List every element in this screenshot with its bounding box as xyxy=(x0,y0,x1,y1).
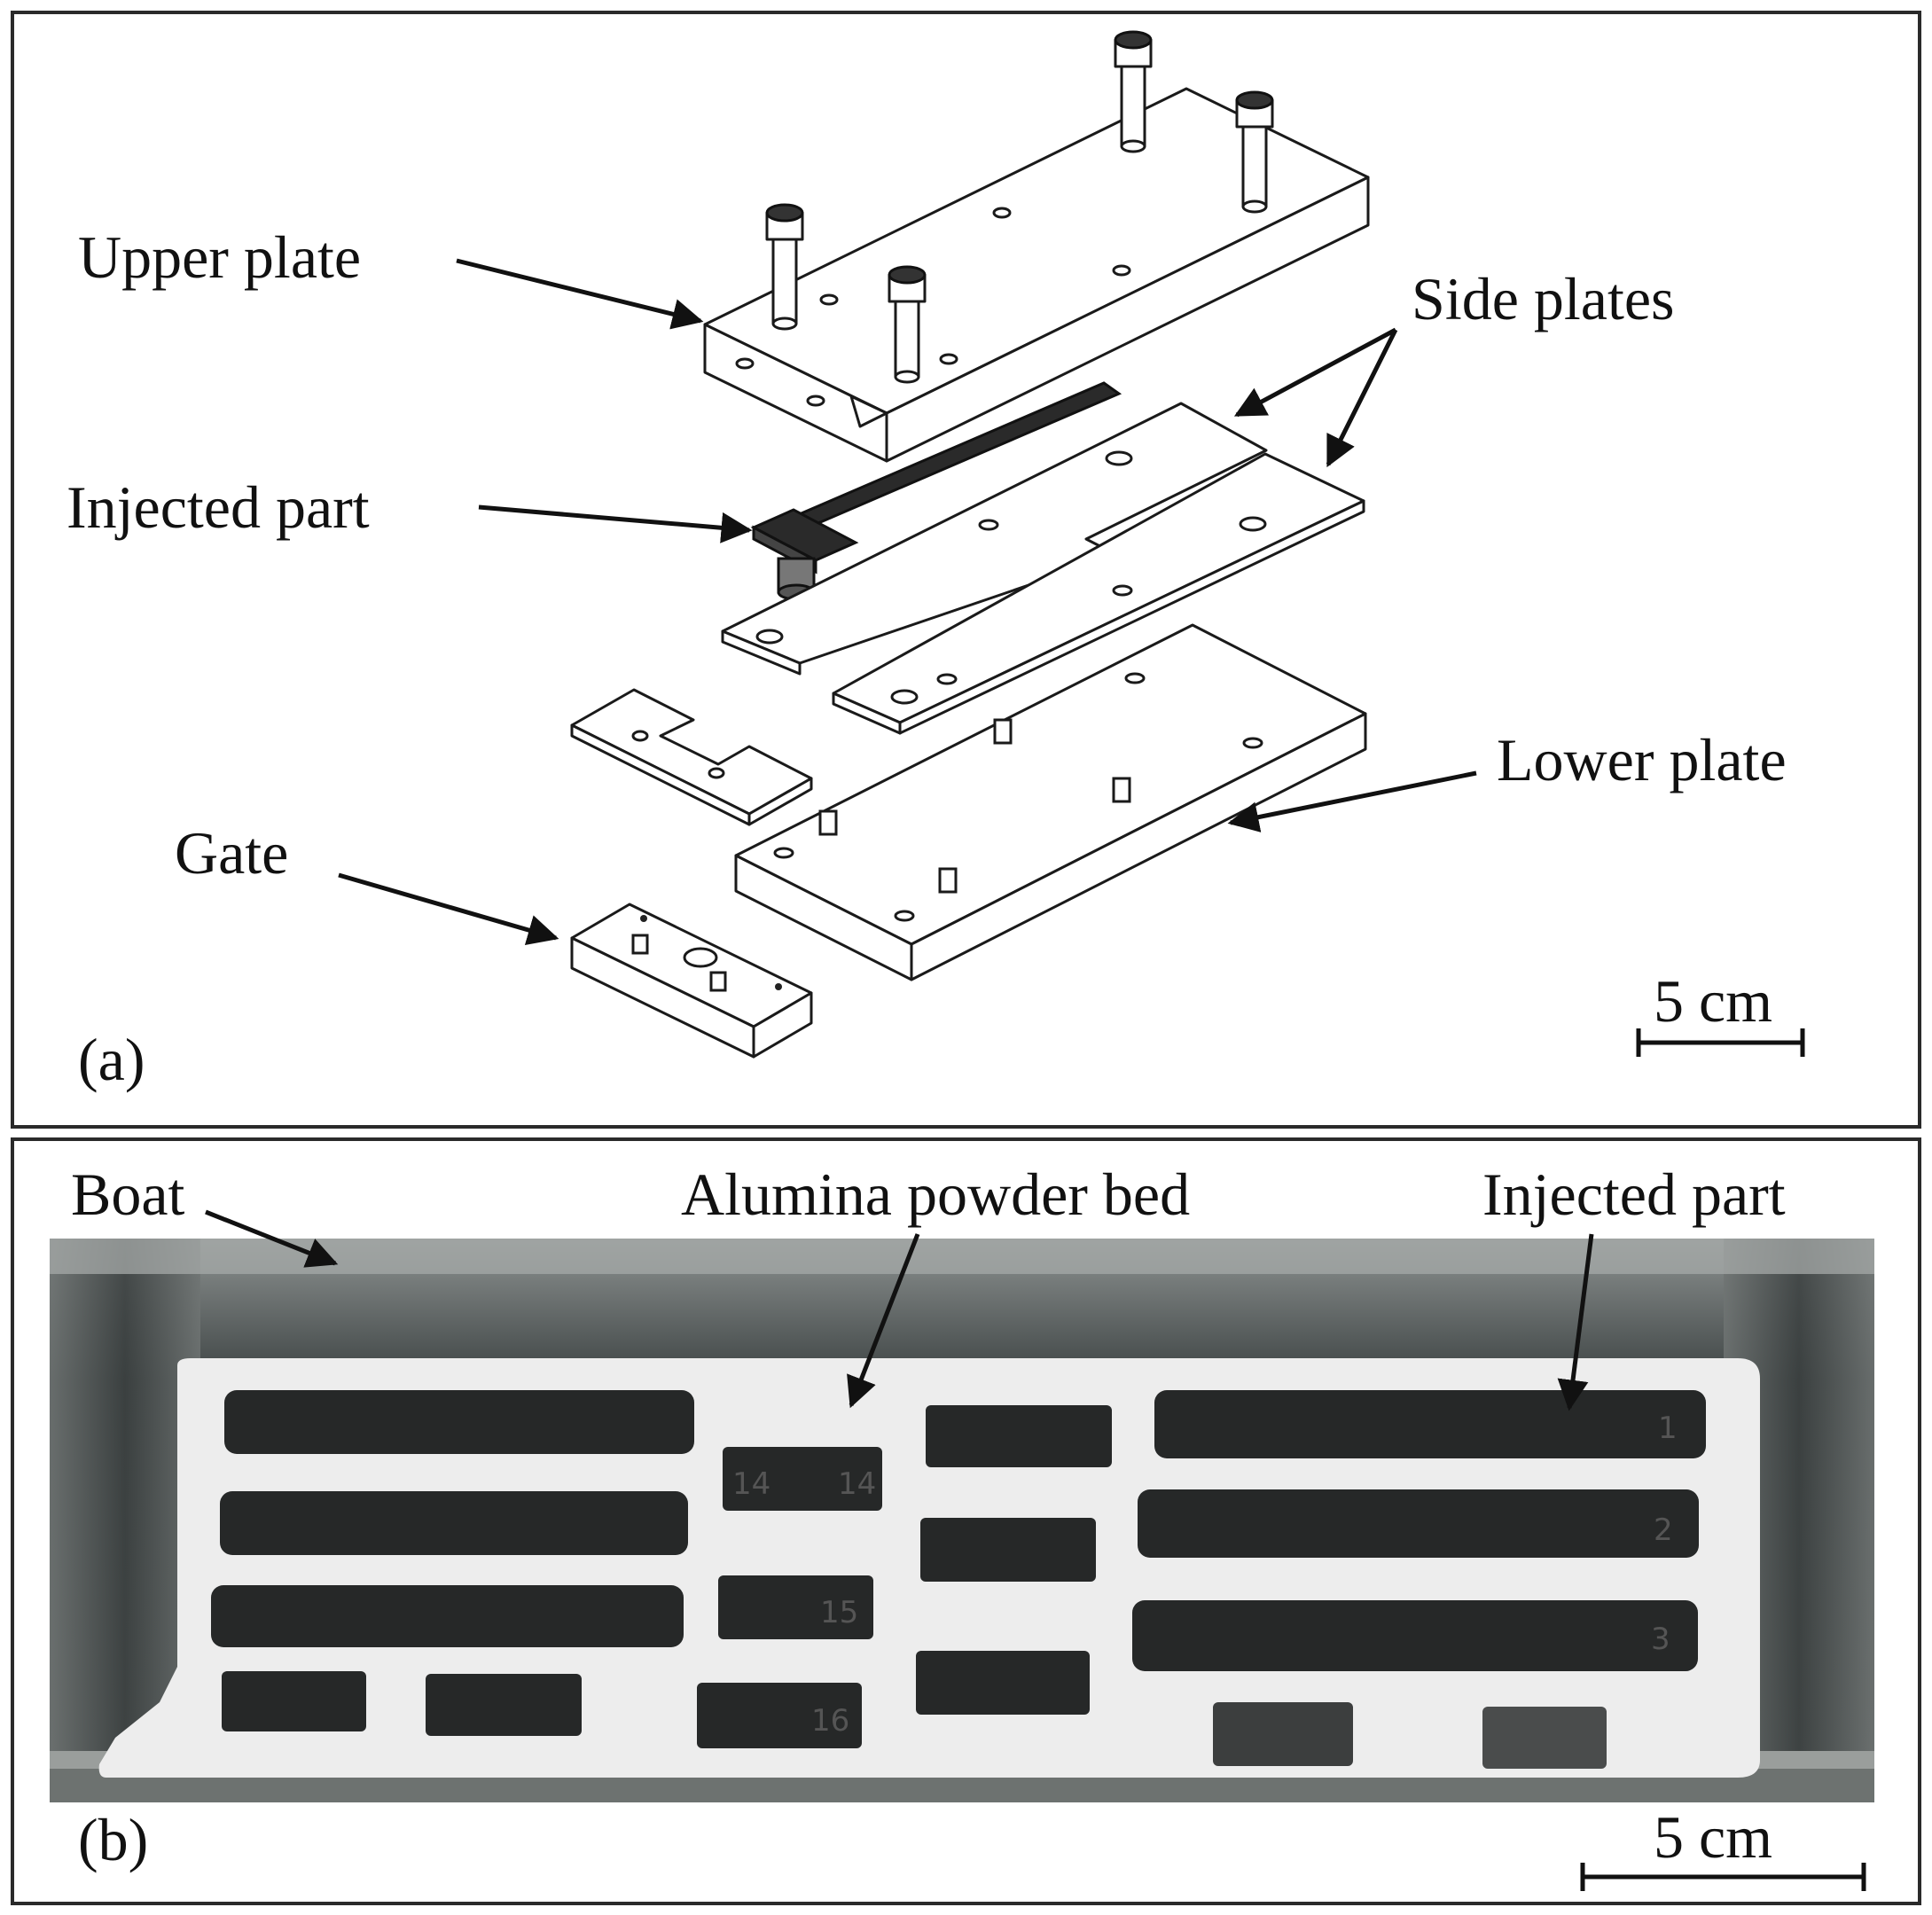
scale-bar-a-label: 5 cm xyxy=(1654,967,1772,1035)
label-injected-part-a: Injected part xyxy=(66,473,370,541)
label-boat: Boat xyxy=(71,1161,185,1228)
sample-block xyxy=(1482,1707,1607,1769)
label-alumina-powder-bed: Alumina powder bed xyxy=(681,1161,1190,1228)
label-upper-plate: Upper plate xyxy=(78,223,361,291)
scale-bar-b-label: 5 cm xyxy=(1654,1803,1772,1871)
sample-block xyxy=(697,1683,862,1748)
sample-bar xyxy=(220,1491,688,1555)
sample-block xyxy=(426,1674,582,1736)
arrow-lower-plate xyxy=(1227,770,1477,832)
sample-number: 3 xyxy=(1651,1622,1670,1657)
side-plate-left xyxy=(721,402,1268,676)
scale-bar-b: 5 cm xyxy=(1580,1803,1866,1891)
side-plate-right xyxy=(832,452,1365,735)
arrow-gate xyxy=(338,872,559,946)
sample-bar xyxy=(1132,1600,1698,1671)
arrow-injected-part-a xyxy=(478,504,753,543)
sample-number: 16 xyxy=(811,1703,849,1739)
sample-number: 14 xyxy=(838,1466,876,1502)
upper-plate xyxy=(703,30,1370,463)
sample-block xyxy=(222,1671,366,1731)
label-lower-plate: Lower plate xyxy=(1497,726,1787,793)
scale-bar-a: 5 cm xyxy=(1636,967,1805,1057)
panel-b-tag: (b) xyxy=(78,1806,148,1873)
label-side-plates: Side plates xyxy=(1412,265,1675,332)
sample-block xyxy=(723,1447,882,1511)
exploded-mold-drawing xyxy=(570,30,1370,1059)
sample-number: 15 xyxy=(820,1595,858,1630)
bolt xyxy=(1114,30,1153,153)
sample-number: 14 xyxy=(732,1466,770,1502)
arrow-upper-plate xyxy=(456,258,704,330)
bolt xyxy=(1235,90,1274,214)
sample-block xyxy=(718,1575,873,1639)
arrow-alumina-powder-bed xyxy=(847,1233,920,1409)
sample-bar xyxy=(211,1585,684,1647)
label-gate: Gate xyxy=(175,819,288,887)
arrow-side-plates-1 xyxy=(1233,327,1397,418)
panel-a-tag: (a) xyxy=(78,1026,145,1093)
injected-part-drawing xyxy=(750,381,1122,601)
sample-block xyxy=(1213,1702,1353,1766)
boat-photo: 14 14 15 16 1 2 3 xyxy=(50,1239,1874,1802)
arrow-injected-part-b xyxy=(1557,1233,1594,1411)
bolt xyxy=(765,203,804,331)
sample-bar xyxy=(224,1390,694,1454)
label-injected-part-b: Injected part xyxy=(1482,1161,1786,1228)
lower-plate xyxy=(734,623,1367,981)
sample-number: 2 xyxy=(1654,1512,1673,1548)
bolt xyxy=(888,265,927,384)
sample-block xyxy=(926,1405,1112,1467)
sample-bar xyxy=(1138,1489,1699,1558)
sample-number: 1 xyxy=(1658,1411,1678,1446)
sample-block xyxy=(920,1518,1096,1582)
sample-bar xyxy=(1154,1390,1706,1458)
arrow-boat xyxy=(205,1209,339,1268)
gate-block xyxy=(570,903,813,1059)
spacer-plate xyxy=(570,688,813,826)
arrow-side-plates-2 xyxy=(1326,328,1398,468)
sample-block xyxy=(916,1651,1090,1715)
